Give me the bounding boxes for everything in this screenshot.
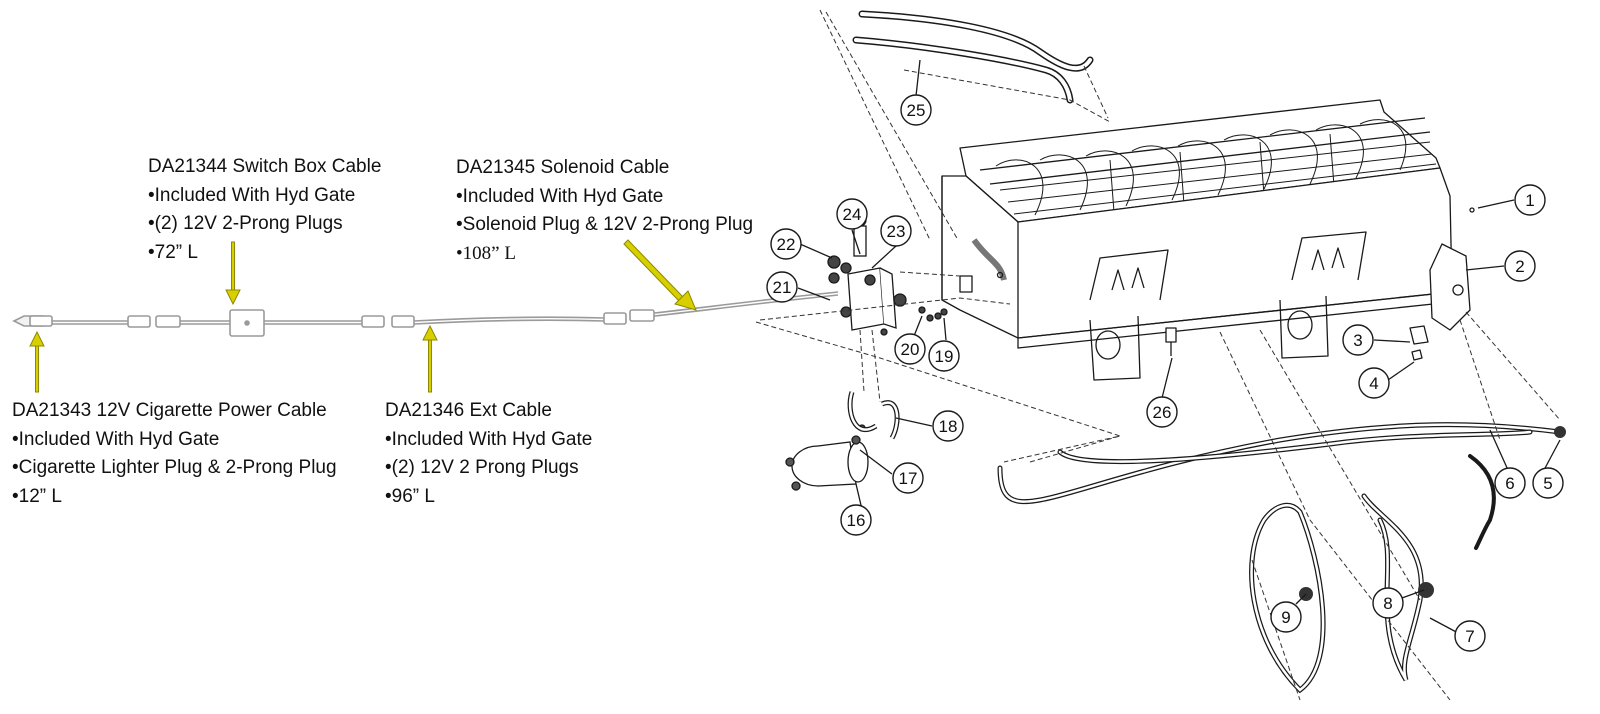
callout-1: 1 [1514,184,1546,216]
cable-bullet: •(2) 12V 2-Prong Plugs [148,213,343,234]
callout-text: 16 [847,511,866,530]
callout-text: 8 [1383,594,1392,613]
callout-text: 22 [777,235,796,254]
cable-bullet: •Included With Hyd Gate [12,428,220,450]
callout-26: 26 [1146,396,1178,428]
hoses-6-7 [997,422,1566,694]
callout-text: 17 [899,469,918,488]
cable-title: DA21346 Ext Cable [385,400,552,421]
ext-cable-label: DA21346 Ext Cable •Included With Hyd Gat… [385,397,592,511]
callout-16: 16 [840,504,872,536]
power-cable-label: DA21343 12V Cigarette Power Cable •Inclu… [12,397,337,511]
callout-17: 17 [892,462,924,494]
arrow-switch-box [225,241,241,306]
switch-box-cable-label: DA21344 Switch Box Cable •Included With … [148,153,381,267]
pointer-arrows [29,239,697,393]
callout-text: 1 [1525,191,1534,210]
callout-23: 23 [880,215,912,247]
callout-text: 5 [1543,474,1552,493]
cable-bullet: •108” L [456,242,516,264]
arrow-solenoid-cable [623,239,697,311]
callout-text: 3 [1353,331,1362,350]
callout-text: 7 [1465,627,1474,646]
callout-text: 9 [1281,608,1290,627]
callout-text: 26 [1153,403,1172,422]
callout-text: 4 [1369,374,1378,393]
cable-bullet: •Included With Hyd Gate [385,428,593,450]
callout-24: 24 [836,198,868,230]
dashed-leader-lines [755,9,1561,701]
cable-bullet: •Included With Hyd Gate [148,184,356,206]
callout-text: 24 [843,205,862,224]
callout-22: 22 [770,228,802,260]
callout-21: 21 [766,271,798,303]
cable-bullet: •Cigarette Lighter Plug & 2-Prong Plug [12,457,337,478]
callout-group [797,59,1561,635]
callout-text: 25 [907,101,926,120]
arrow-power-cable [29,330,45,393]
callout-19: 19 [928,340,960,372]
callout-circles: 1 2 3 4 5 6 7 8 9 16 17 18 19 20 21 22 2… [766,94,1564,652]
callout-4: 4 [1358,367,1390,399]
callout-25: 25 [900,94,932,126]
hoses-25 [852,10,1094,104]
callout-8: 8 [1372,587,1404,619]
cable-bullet: •(2) 12V 2 Prong Plugs [385,457,579,478]
cable-assembly [12,291,839,337]
callout-7: 7 [1454,620,1486,652]
callout-text: 23 [887,222,906,241]
cable-bullet: •72” L [148,241,198,263]
callout-text: 6 [1505,474,1514,493]
arrow-ext-cable [422,324,438,393]
cable-bullet: •96” L [385,485,435,507]
callout-9: 9 [1270,601,1302,633]
hopper-body [941,99,1475,381]
callout-3: 3 [1342,324,1374,356]
callout-18: 18 [932,410,964,442]
cable-bullet: •12” L [12,485,62,507]
callout-20: 20 [894,333,926,365]
callout-6: 6 [1494,467,1526,499]
cable-bullet: •Included With Hyd Gate [456,185,664,207]
cable-title: DA21345 Solenoid Cable [456,157,670,178]
callout-5: 5 [1532,467,1564,499]
callout-text: 2 [1515,257,1524,276]
callout-text: 18 [939,417,958,436]
cable-title: DA21344 Switch Box Cable [148,156,382,177]
callout-text: 20 [901,340,920,359]
cable-title: DA21343 12V Cigarette Power Cable [12,400,327,421]
solenoid-cable-label: DA21345 Solenoid Cable •Included With Hy… [456,154,753,268]
cable-bullet: •Solenoid Plug & 12V 2-Prong Plug [456,214,754,235]
callout-2: 2 [1504,250,1536,282]
callout-text: 19 [935,347,954,366]
callout-text: 21 [773,278,792,297]
